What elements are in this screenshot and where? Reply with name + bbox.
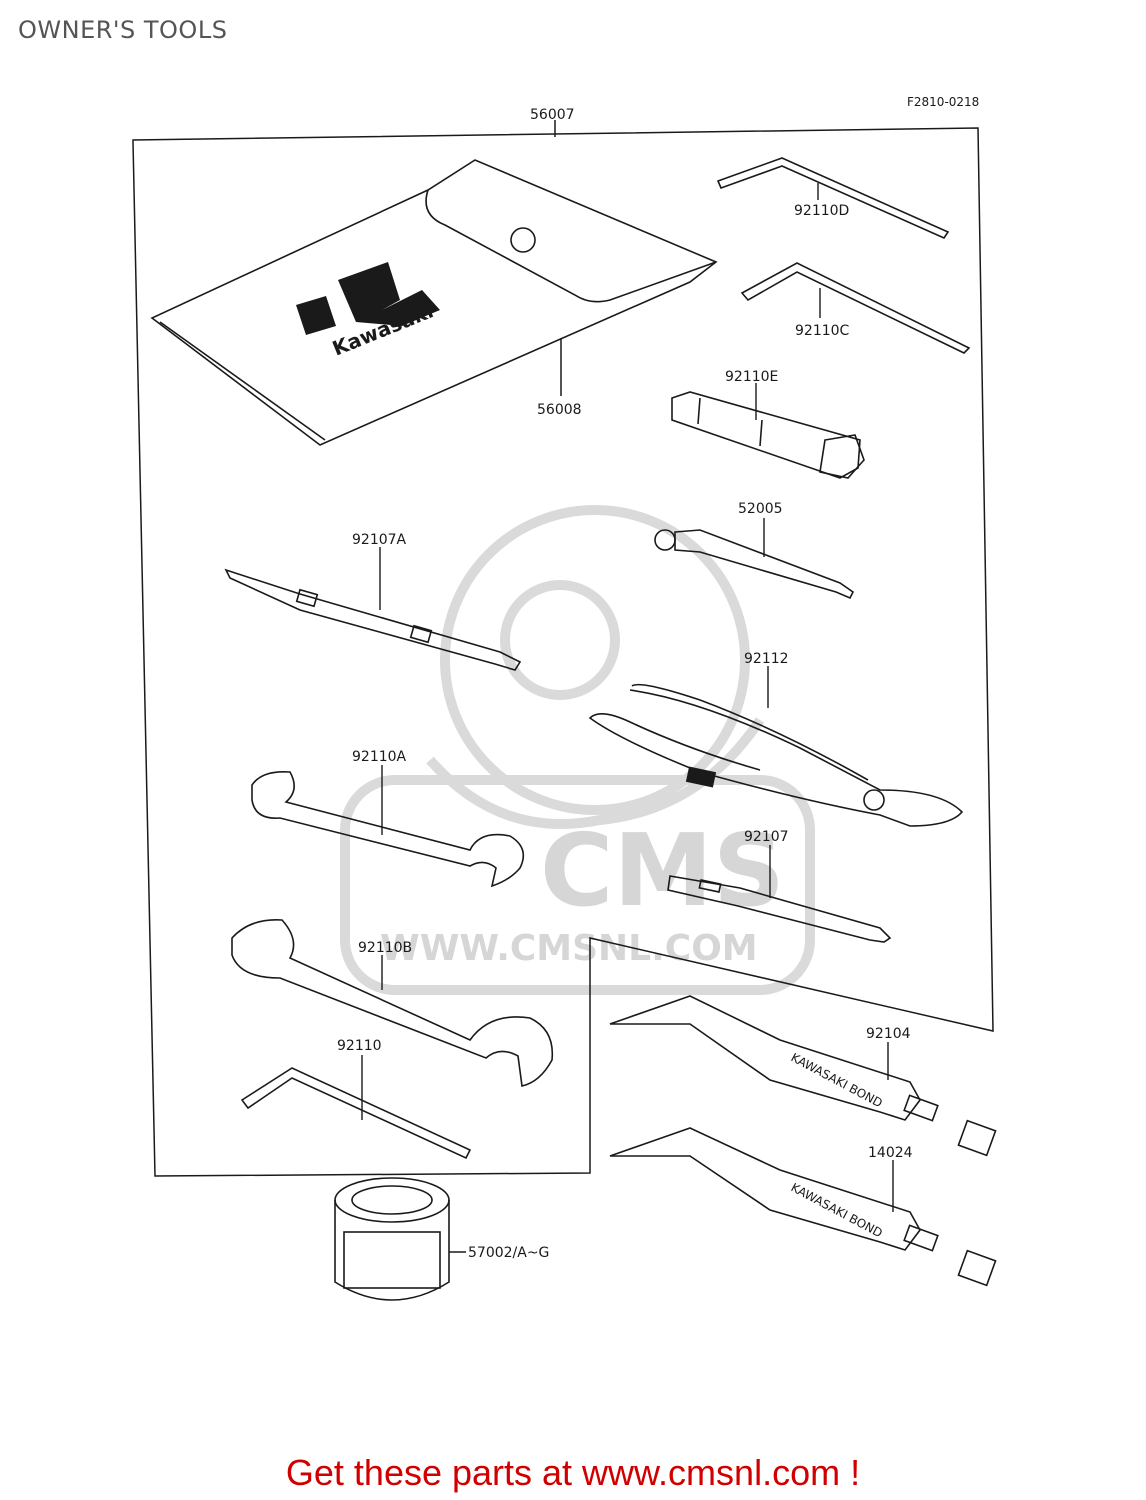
kawasaki-logo (296, 262, 440, 335)
part-label-hex-c: 92110C (795, 323, 850, 339)
hex-wrench-c-icon (740, 262, 971, 354)
handle-icon (654, 529, 855, 600)
grease-can-icon (334, 1177, 450, 1301)
part-label-kit: 56007 (530, 107, 575, 123)
plug-wrench-icon (671, 391, 865, 479)
part-label-handle: 52005 (738, 501, 783, 517)
cta-link[interactable]: Get these parts at www.cmsnl.com ! (285, 1452, 861, 1493)
page-title: OWNER'S TOOLS (18, 16, 228, 44)
watermark-logo: CMS (540, 812, 785, 929)
wrench-a-icon (251, 770, 525, 888)
tube-1-label: KAWASAKI BOND (789, 1050, 885, 1110)
wrench-b-icon (231, 919, 554, 1087)
hex-wrench-icon (240, 1067, 472, 1160)
part-label-screwdriver-a: 92107A (352, 532, 407, 548)
part-label-tube-2: 14024 (868, 1145, 913, 1161)
part-label-screwdriver: 92107 (744, 829, 789, 845)
footer-cta[interactable]: Get these parts at www.cmsnl.com ! (0, 1452, 1146, 1494)
part-label-wrench-a: 92110A (352, 749, 407, 765)
tool-bag-icon (150, 159, 718, 446)
screwdriver-icon (667, 875, 892, 943)
part-label-wrench-b: 92110B (358, 940, 412, 956)
ref-code: F2810-0218 (907, 95, 979, 109)
bond-tube-1-icon (609, 995, 997, 1157)
kit-bracket (132, 120, 994, 1177)
part-label-pliers: 92112 (744, 651, 789, 667)
part-label-plug-wrench: 92110E (725, 369, 778, 385)
part-label-hex-d: 92110D (794, 203, 849, 219)
tube-2-label: KAWASAKI BOND (789, 1180, 885, 1240)
screwdriver-a-icon (224, 568, 522, 671)
part-label-hex: 92110 (337, 1038, 382, 1054)
part-label-tube-1: 92104 (866, 1026, 911, 1042)
part-label-can: 57002/A~G (468, 1245, 549, 1261)
cms-watermark (340, 505, 815, 995)
pliers-icon (588, 683, 964, 827)
hex-wrench-d-icon (716, 157, 950, 240)
bond-tube-2-icon (609, 1127, 997, 1287)
part-label-bag: 56008 (537, 402, 582, 418)
